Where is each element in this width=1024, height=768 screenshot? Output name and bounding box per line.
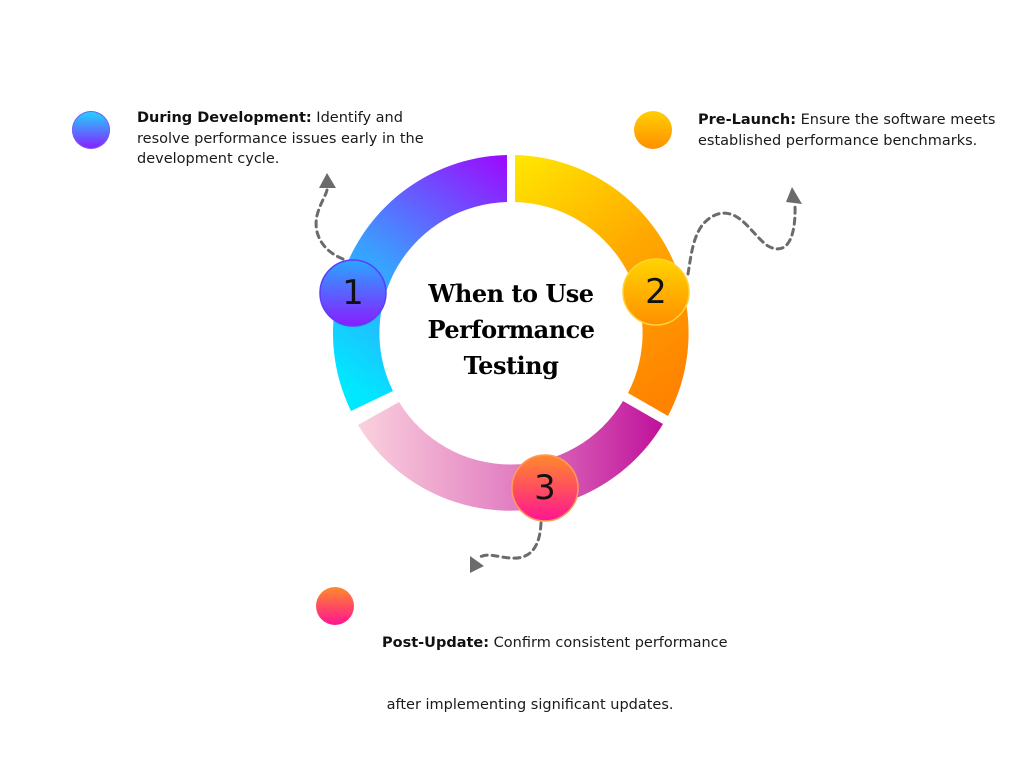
diagram-title: When to Use Performance Testing (411, 276, 611, 384)
step-1-label: During Development: (137, 110, 312, 126)
step-2-badge (622, 258, 690, 326)
step-2-text-line-1: Ensure the software meets (796, 112, 996, 128)
step-3-text-line-1: Confirm consistent performance (489, 635, 728, 651)
arrow-post-update (476, 521, 543, 560)
step-3-badge (511, 454, 579, 522)
bullet-post-update-icon (316, 587, 354, 625)
arrow-head-up-right-icon (786, 187, 802, 204)
ring-segment-during-development (332, 155, 507, 411)
step-2-description: Pre-Launch: Ensure the software meets es… (698, 110, 1008, 151)
step-1-text-line-1: Identify and (311, 110, 403, 126)
step-1-badge (319, 259, 387, 327)
ring-segment-pre-launch (515, 155, 689, 416)
arrow-head-down-left-icon (470, 556, 484, 573)
title-line-2: Performance (427, 315, 595, 344)
bullet-pre-launch-icon (634, 111, 672, 149)
title-line-1: When to Use (428, 279, 594, 308)
step-3-text-line-2: after implementing significant updates. (382, 696, 674, 713)
bullet-during-development-icon (72, 111, 110, 149)
step-1-description: During Development: Identify and resolve… (137, 108, 437, 170)
step-1-text-line-3: development cycle. (137, 151, 280, 167)
arrow-during-development (314, 188, 345, 261)
step-2-label: Pre-Launch: (698, 112, 797, 128)
step-3-label: Post-Update: (382, 635, 490, 651)
arrow-head-up-icon (319, 173, 336, 188)
arrow-pre-launch (686, 203, 797, 276)
ring-segment-post-update (358, 401, 663, 511)
step-1-number: 1 (342, 273, 364, 313)
step-3-description: Post-Update: Confirm consistent performa… (382, 592, 742, 736)
step-3-number: 3 (534, 468, 556, 508)
step-1-text-line-2: resolve performance issues early in the (137, 130, 424, 147)
step-2-number: 2 (645, 272, 667, 312)
step-2-text-line-2: established performance benchmarks. (698, 132, 978, 149)
title-line-3: Testing (463, 351, 559, 380)
